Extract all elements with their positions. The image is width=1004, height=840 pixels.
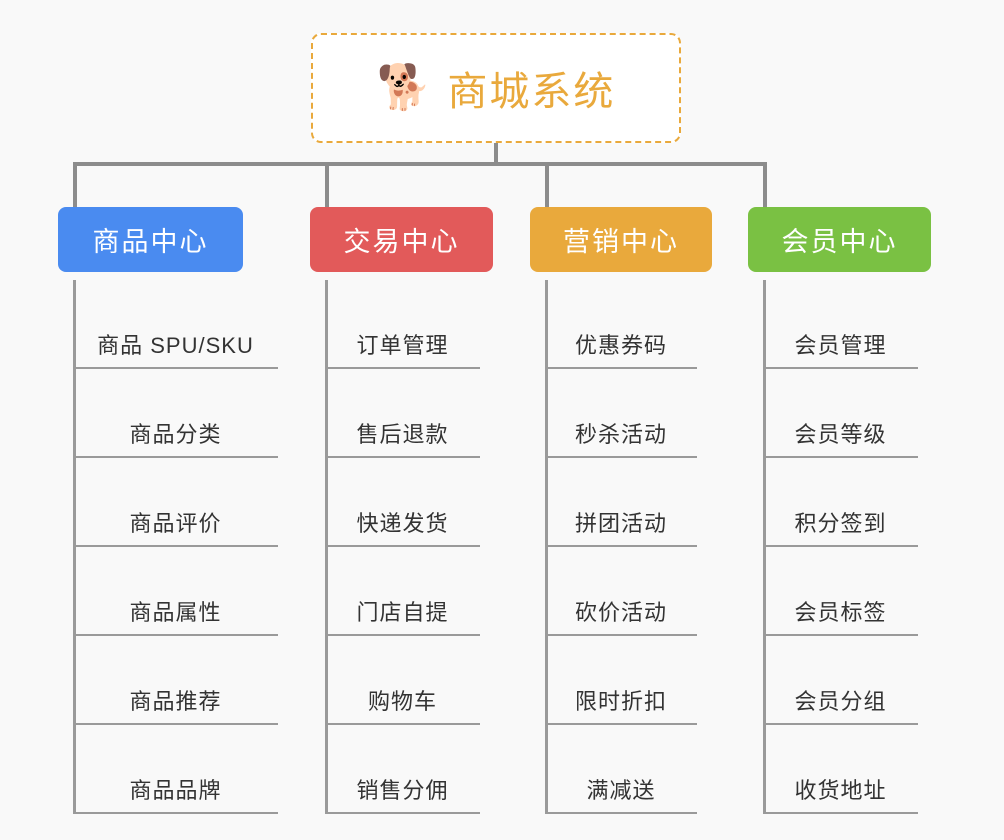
leaf-list-3: 优惠券码秒杀活动拼团活动砍价活动限时折扣满减送 (530, 272, 712, 814)
leaf-item[interactable]: 门店自提 (325, 547, 480, 636)
leaf-item[interactable]: 砍价活动 (545, 547, 697, 636)
leaf-item[interactable]: 拼团活动 (545, 458, 697, 547)
leaf-item[interactable]: 销售分佣 (325, 725, 480, 814)
leaf-list-1: 商品 SPU/SKU 商品分类商品评价商品属性商品推荐商品品牌 (58, 272, 278, 814)
leaf-item[interactable]: 商品属性 (73, 547, 278, 636)
connector-drop-4 (763, 162, 767, 207)
leaf-item[interactable]: 会员分组 (763, 636, 918, 725)
connector-horizontal-bus (73, 162, 767, 166)
leaf-item-label: 砍价活动 (574, 600, 667, 625)
leaf-rail (73, 280, 76, 814)
leaf-item-label: 收货地址 (794, 778, 887, 803)
leaf-rail (325, 280, 328, 814)
category-header-label: 会员中心 (781, 227, 898, 257)
leaf-item-label: 商品评价 (129, 511, 222, 536)
root-node-title: 商城系统 (447, 70, 616, 114)
leaf-item[interactable]: 秒杀活动 (545, 369, 697, 458)
category-header-label: 商品中心 (92, 227, 209, 257)
leaf-item-label: 限时折扣 (574, 689, 667, 714)
leaf-item[interactable]: 积分签到 (763, 458, 918, 547)
category-header-4[interactable]: 会员中心 (748, 207, 931, 272)
category-column-3: 营销中心优惠券码秒杀活动拼团活动砍价活动限时折扣满减送 (530, 207, 712, 814)
leaf-item-label: 商品推荐 (129, 689, 222, 714)
leaf-item[interactable]: 商品推荐 (73, 636, 278, 725)
leaf-item[interactable]: 商品评价 (73, 458, 278, 547)
category-column-1: 商品中心商品 SPU/SKU 商品分类商品评价商品属性商品推荐商品品牌 (58, 207, 278, 814)
leaf-item[interactable]: 商品分类 (73, 369, 278, 458)
leaf-item[interactable]: 订单管理 (325, 280, 480, 369)
leaf-item[interactable]: 优惠券码 (545, 280, 697, 369)
root-node-mall-system[interactable]: 🐕 商城系统 (311, 33, 681, 143)
shiba-dog-face-icon: 🐕 (376, 62, 432, 113)
leaf-item-label: 门店自提 (356, 600, 449, 625)
leaf-item-label: 快递发货 (356, 511, 449, 536)
category-column-2: 交易中心订单管理售后退款快递发货门店自提购物车销售分佣 (310, 207, 493, 814)
category-header-1[interactable]: 商品中心 (58, 207, 243, 272)
connector-drop-2 (325, 162, 329, 207)
category-header-2[interactable]: 交易中心 (310, 207, 493, 272)
leaf-item[interactable]: 快递发货 (325, 458, 480, 547)
connector-root-stem (494, 143, 498, 166)
leaf-list-2: 订单管理售后退款快递发货门店自提购物车销售分佣 (310, 272, 493, 814)
leaf-item[interactable]: 限时折扣 (545, 636, 697, 725)
leaf-item-label: 售后退款 (356, 422, 449, 447)
leaf-item[interactable]: 会员等级 (763, 369, 918, 458)
leaf-item-label: 订单管理 (356, 333, 449, 358)
leaf-item-label: 销售分佣 (356, 778, 449, 803)
leaf-item[interactable]: 商品 SPU/SKU (73, 280, 278, 369)
category-column-4: 会员中心会员管理会员等级积分签到会员标签会员分组收货地址 (748, 207, 931, 814)
leaf-item-label: 满减送 (586, 778, 656, 803)
leaf-rail (545, 280, 548, 814)
leaf-item-label: 商品 SPU/SKU (97, 333, 254, 358)
leaf-list-4: 会员管理会员等级积分签到会员标签会员分组收货地址 (748, 272, 931, 814)
leaf-item[interactable]: 售后退款 (325, 369, 480, 458)
leaf-item-label: 商品分类 (129, 422, 222, 447)
leaf-item[interactable]: 商品品牌 (73, 725, 278, 814)
leaf-item-label: 会员等级 (794, 422, 887, 447)
leaf-item-label: 会员分组 (794, 689, 887, 714)
leaf-item-label: 商品属性 (129, 600, 222, 625)
category-header-label: 营销中心 (563, 227, 679, 257)
leaf-item-label: 拼团活动 (574, 511, 667, 536)
leaf-item[interactable]: 会员标签 (763, 547, 918, 636)
leaf-item[interactable]: 满减送 (545, 725, 697, 814)
connector-drop-3 (545, 162, 549, 207)
leaf-item[interactable]: 会员管理 (763, 280, 918, 369)
leaf-item[interactable]: 购物车 (325, 636, 480, 725)
leaf-item[interactable]: 收货地址 (763, 725, 918, 814)
category-header-label: 交易中心 (343, 227, 460, 257)
leaf-item-label: 秒杀活动 (574, 422, 667, 447)
leaf-item-label: 购物车 (367, 689, 437, 714)
leaf-item-label: 优惠券码 (574, 333, 667, 358)
connector-drop-1 (73, 162, 77, 207)
leaf-item-label: 会员管理 (794, 333, 887, 358)
leaf-item-label: 会员标签 (794, 600, 887, 625)
leaf-item-label: 商品品牌 (129, 778, 222, 803)
leaf-item-label: 积分签到 (794, 511, 887, 536)
category-header-3[interactable]: 营销中心 (530, 207, 712, 272)
leaf-rail (763, 280, 766, 814)
